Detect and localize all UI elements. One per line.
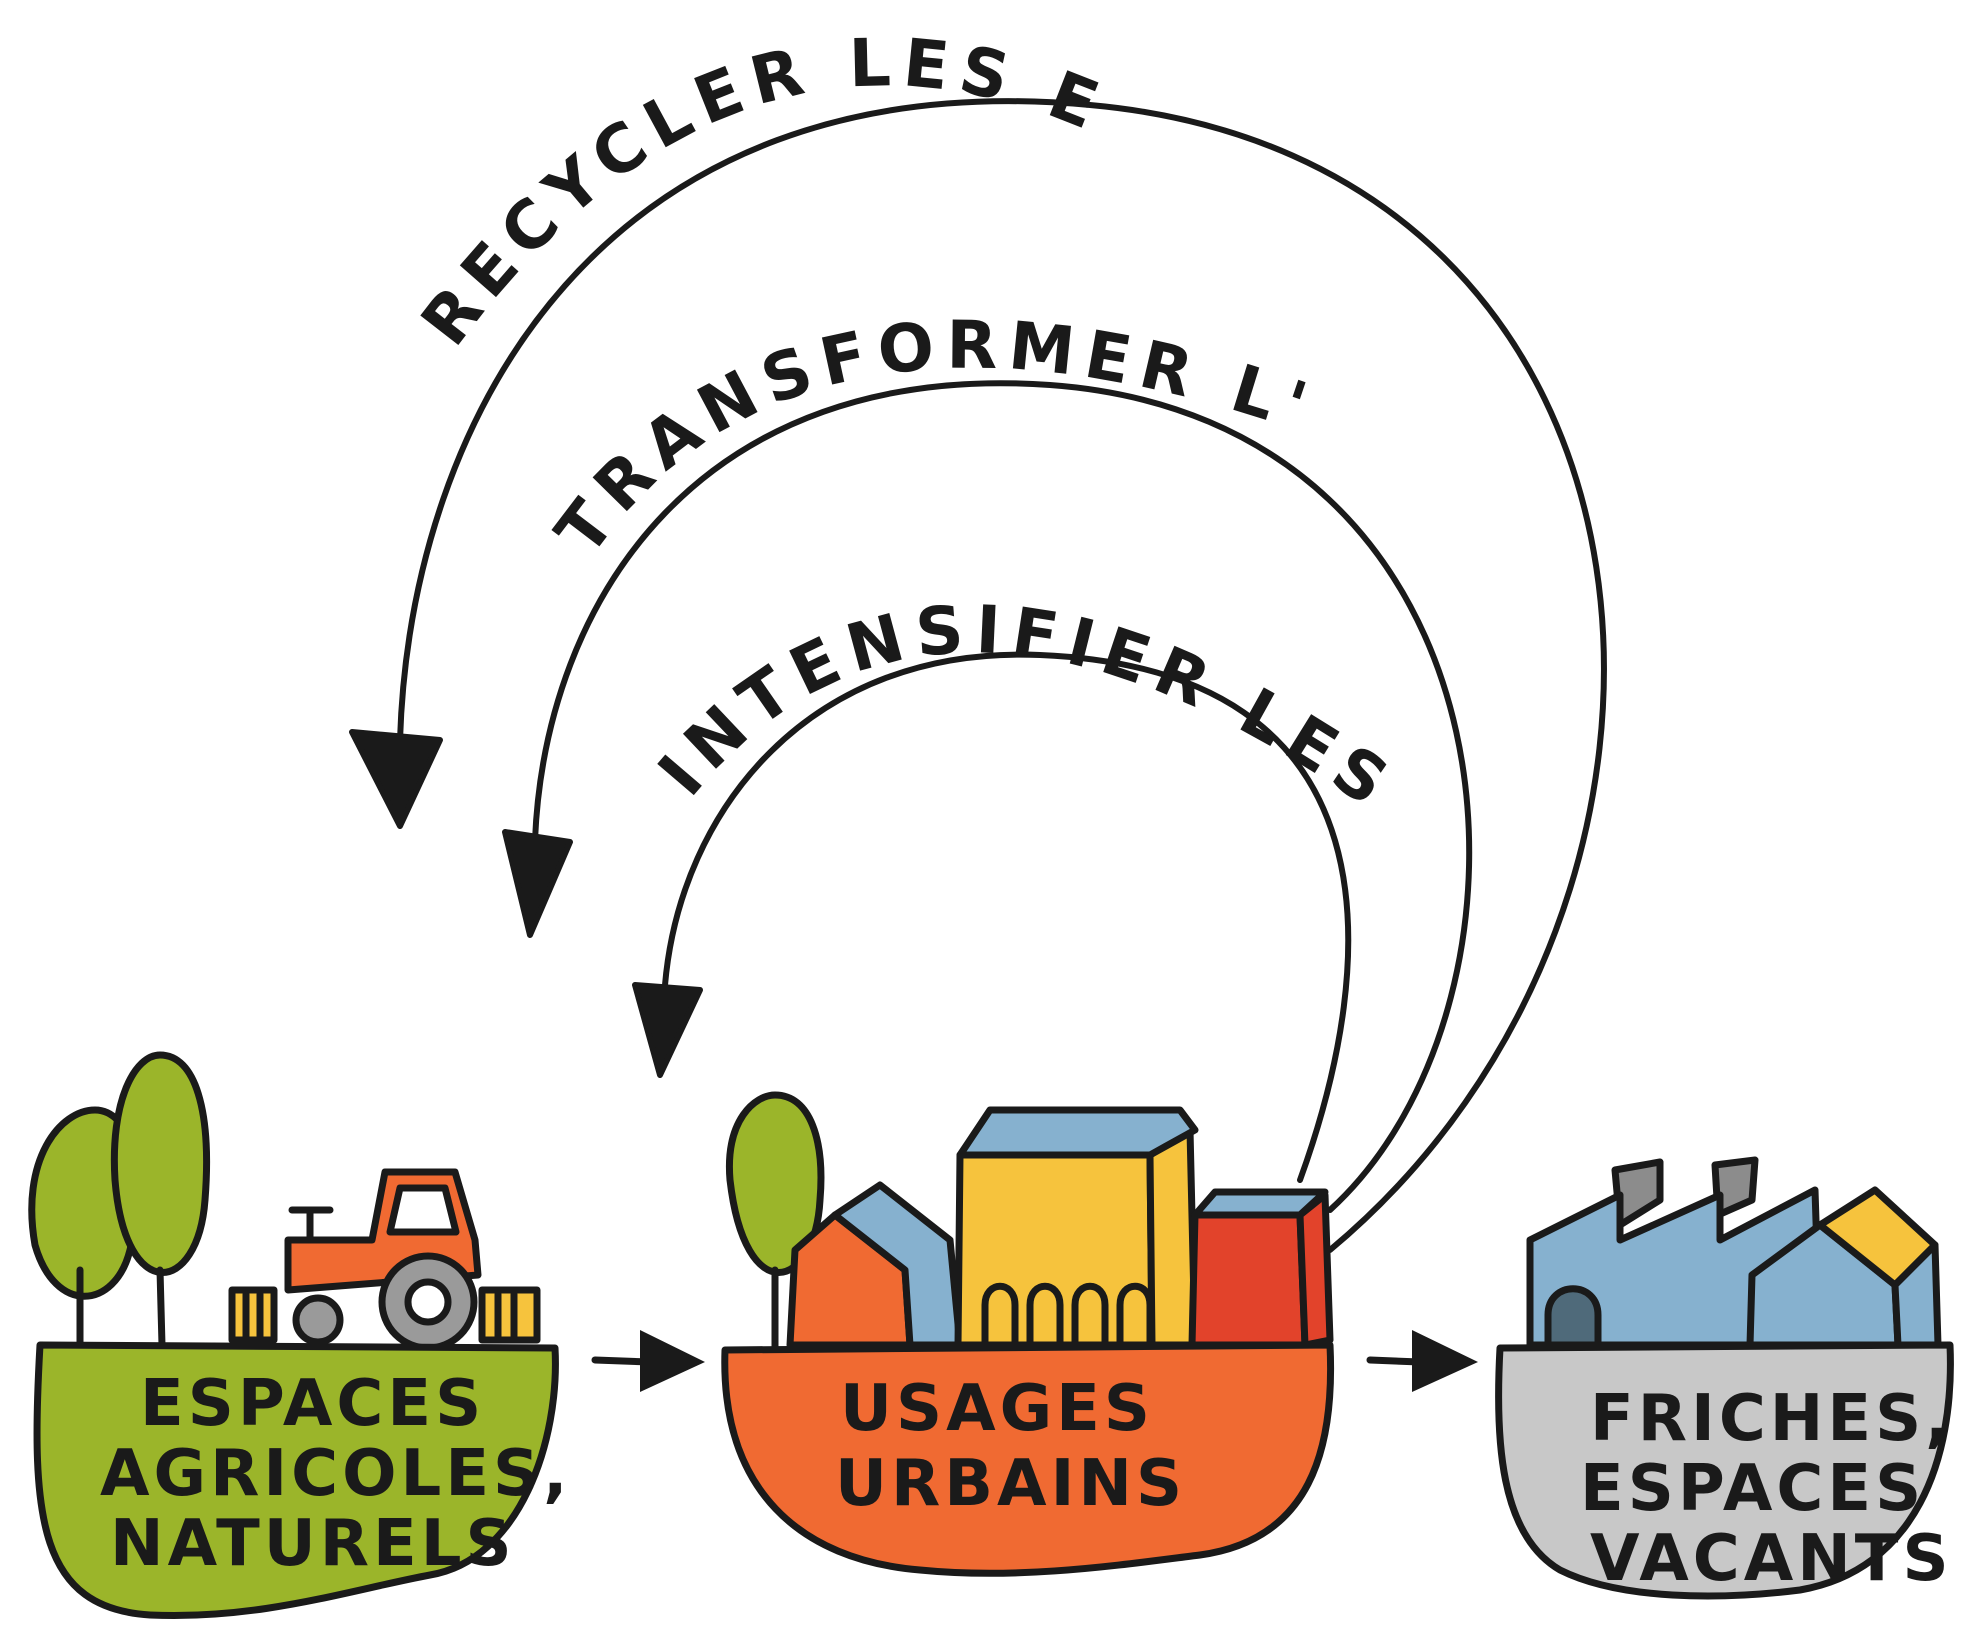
node-agricultural: ESPACES AGRICOLES, NATURELS bbox=[28, 1051, 598, 1620]
node-wasteland-line-2: ESPACES bbox=[1580, 1452, 1925, 1526]
building-icon bbox=[954, 1106, 1199, 1349]
node-wasteland: FRICHES, ESPACES VACANTS bbox=[1495, 1156, 1980, 1600]
arrowhead-icon bbox=[502, 829, 573, 938]
arrow-agri-to-urban bbox=[591, 1330, 705, 1392]
node-urban-line-2: URBAINS bbox=[835, 1447, 1186, 1521]
arrow-urban-to-wasteland bbox=[1366, 1330, 1478, 1392]
node-urban: USAGES URBAINS bbox=[721, 1091, 1335, 1577]
arc-intensifier-line bbox=[662, 651, 1352, 1183]
node-agricultural-ground bbox=[33, 1341, 559, 1620]
arc-recycler bbox=[349, 98, 1607, 1253]
node-urban-ground bbox=[721, 1341, 1335, 1577]
building-icon bbox=[1188, 1188, 1334, 1349]
tractor-icon bbox=[284, 1168, 482, 1352]
arc-transformer bbox=[502, 380, 1473, 1213]
node-urban-label: USAGES URBAINS bbox=[835, 1372, 1186, 1521]
tree-icon bbox=[725, 1091, 825, 1354]
arc-label-recycler: RECYCLER LES ESPACES bbox=[0, 0, 1118, 360]
node-agricultural-line-1: ESPACES bbox=[140, 1367, 485, 1441]
arc-recycler-line bbox=[397, 98, 1607, 1253]
node-agricultural-label: ESPACES AGRICOLES, NATURELS bbox=[100, 1367, 598, 1581]
arc-intensifier bbox=[632, 651, 1352, 1183]
arrowhead-icon bbox=[1412, 1330, 1478, 1392]
hay-bale-icon bbox=[228, 1286, 278, 1344]
factory-icon bbox=[1526, 1156, 1942, 1349]
node-wasteland-line-3: VACANTS bbox=[1590, 1522, 1953, 1596]
node-wasteland-ground bbox=[1495, 1341, 1954, 1600]
node-wasteland-line-1: FRICHES, bbox=[1590, 1382, 1953, 1456]
node-wasteland-label: FRICHES, ESPACES VACANTS bbox=[1580, 1382, 1980, 1596]
arrowhead-icon bbox=[632, 982, 703, 1078]
node-urban-line-1: USAGES bbox=[840, 1372, 1154, 1446]
arc-label-recycler-text: RECYCLER LES ESPACES bbox=[0, 0, 1108, 360]
arrow-shaft bbox=[1366, 1356, 1424, 1366]
arc-transformer-line bbox=[532, 380, 1473, 1213]
hay-bale-icon bbox=[478, 1286, 541, 1344]
tree-icon bbox=[110, 1051, 211, 1349]
node-agricultural-line-2: AGRICOLES, bbox=[100, 1437, 571, 1511]
arrowhead-icon bbox=[640, 1330, 705, 1392]
node-agricultural-line-3: NATURELS bbox=[110, 1507, 516, 1581]
arrowhead-icon bbox=[349, 729, 443, 829]
